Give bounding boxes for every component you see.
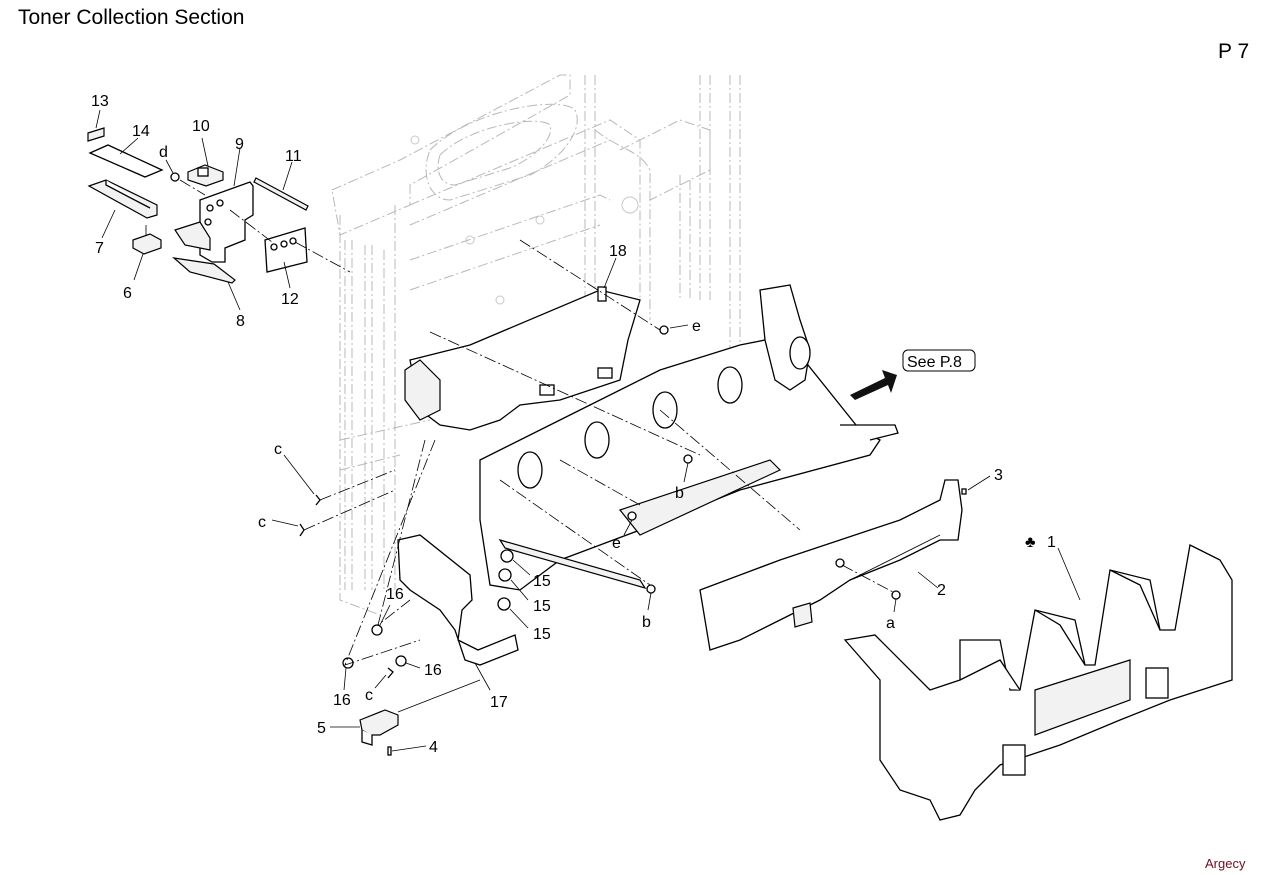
part-2-cover-plate (699, 479, 963, 651)
part-d-screw (165, 159, 206, 196)
part-e-screw-upper (659, 324, 689, 335)
callout-16-c: 16 (333, 692, 351, 709)
part-4-pin (387, 745, 427, 756)
part-b-screw-2 (646, 584, 656, 611)
club-symbol: ♣ (1025, 534, 1036, 551)
callout-d: d (159, 144, 168, 161)
part-16-washers (342, 439, 436, 691)
part-8-guide (172, 257, 241, 311)
callout-15-a: 15 (533, 573, 551, 590)
part-e-screw-lower (623, 511, 637, 536)
watermark: Argecy (1205, 856, 1246, 871)
page-number: P 7 (1218, 40, 1250, 63)
part-c-clips (271, 454, 396, 689)
callout-c-2: c (258, 514, 266, 531)
part-7-rail (87, 179, 158, 239)
callout-e-lower: e (612, 535, 621, 552)
callout-3: 3 (994, 467, 1003, 484)
callout-e-upper: e (692, 318, 701, 335)
callout-10: 10 (192, 118, 210, 135)
callout-labels: 13 14 10 9 d 11 7 6 12 8 18 e b e b c c … (91, 93, 1056, 756)
callout-6: 6 (123, 285, 132, 302)
main-frame-assembly (429, 284, 899, 591)
part-10-bushing (187, 137, 224, 187)
part-5-lever (330, 679, 481, 746)
part-15-pins (497, 549, 531, 629)
printer-frame-ghost (331, 74, 741, 616)
callout-b-2: b (642, 614, 651, 631)
see-page-reference-label[interactable]: See P.8 (907, 354, 962, 371)
callout-15-b: 15 (533, 598, 551, 615)
part-13-pad (87, 109, 105, 142)
callout-2: 2 (937, 582, 946, 599)
callout-15-c: 15 (533, 626, 551, 643)
see-page-reference (850, 349, 976, 400)
callout-14: 14 (132, 123, 150, 140)
callout-12: 12 (281, 291, 299, 308)
part-1-waste-toner-box (843, 544, 1233, 821)
callout-9: 9 (235, 136, 244, 153)
callout-7: 7 (95, 240, 104, 257)
part-17-side-bracket (397, 534, 519, 691)
part-9-bracket (174, 147, 254, 263)
callout-8: 8 (236, 313, 245, 330)
callout-c-3: c (365, 687, 373, 704)
page-title: Toner Collection Section (18, 6, 245, 29)
part-14-sheet (88, 137, 164, 178)
callout-18: 18 (609, 243, 627, 260)
part-6-block (132, 225, 162, 281)
callout-1: 1 (1047, 534, 1056, 551)
callout-c-1: c (274, 441, 282, 458)
part-12-plate (229, 209, 351, 289)
callout-16-b: 16 (424, 662, 442, 679)
callout-13: 13 (91, 93, 109, 110)
part-a-screw (841, 564, 901, 613)
callout-b-1: b (675, 485, 684, 502)
part-b-screw-1 (683, 454, 693, 483)
callout-4: 4 (429, 739, 438, 756)
callout-5: 5 (317, 720, 326, 737)
part-11-spring (253, 161, 309, 211)
callout-a: a (886, 615, 895, 632)
callout-16-a: 16 (386, 586, 404, 603)
callout-17: 17 (490, 694, 508, 711)
callout-11: 11 (285, 148, 302, 165)
part-3-clip (961, 475, 991, 495)
part-18-upper-duct (404, 239, 661, 431)
